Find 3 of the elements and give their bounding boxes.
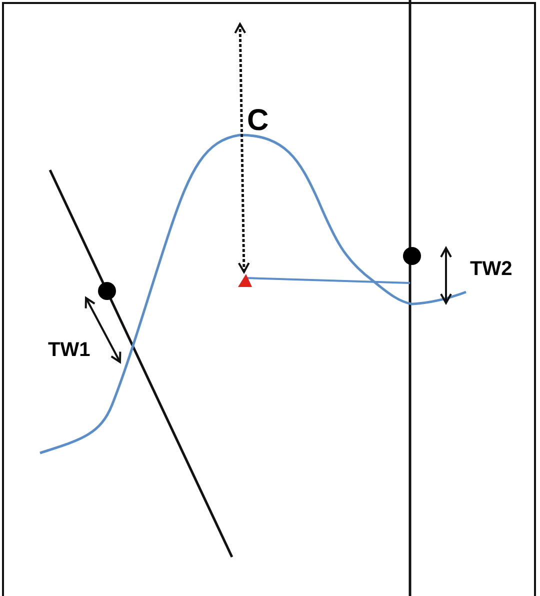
measure-label: TW2 <box>470 259 512 279</box>
measure-label: TW1 <box>48 340 90 360</box>
measure-label: C <box>247 106 269 136</box>
